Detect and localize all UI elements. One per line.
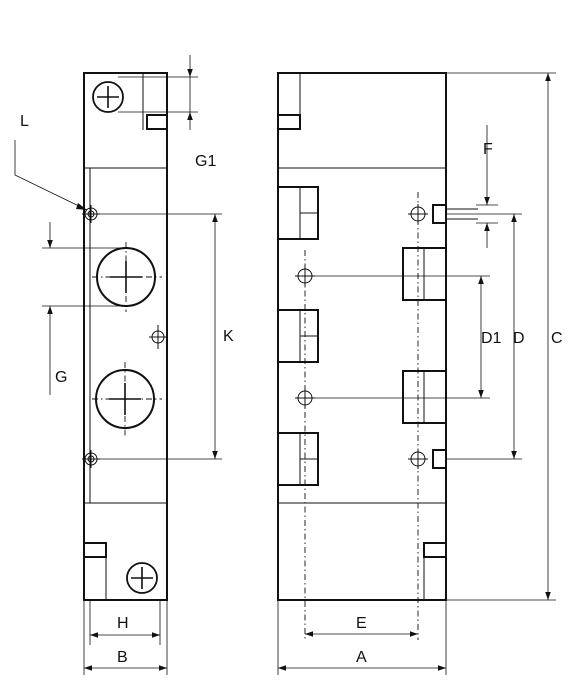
front-bottom-slot <box>423 542 447 558</box>
side-small-hole-bottom-icon <box>82 450 100 468</box>
label-a: A <box>356 649 367 666</box>
dimension-g: G <box>42 222 126 395</box>
side-port-upper-icon <box>92 242 162 312</box>
front-pilot-tab-bottom <box>432 449 447 469</box>
label-h: H <box>117 615 129 632</box>
dimension-b: B <box>83 600 168 675</box>
label-g: G <box>55 369 67 386</box>
label-b: B <box>117 649 128 666</box>
label-k: K <box>223 328 234 345</box>
bottom-mounting-screw-icon <box>126 562 158 594</box>
front-pilot-tab-top <box>432 204 447 224</box>
dimension-k: K <box>100 213 234 460</box>
dimension-h: H <box>89 600 161 645</box>
label-e: E <box>356 615 367 632</box>
label-c: C <box>551 330 563 347</box>
label-d1: D1 <box>481 330 502 347</box>
dimension-d1: D1 <box>315 275 502 399</box>
side-top-slot <box>146 114 168 130</box>
dimension-a: A <box>277 600 447 675</box>
side-small-hole-mid-icon <box>149 325 167 349</box>
top-mounting-screw-icon <box>92 81 124 113</box>
side-port-lower-icon <box>92 362 162 436</box>
dimension-e: E <box>305 615 418 637</box>
label-g1: G1 <box>195 153 216 170</box>
dimension-d: D <box>446 213 525 460</box>
label-d: D <box>513 330 525 347</box>
label-f: F <box>483 141 493 158</box>
front-view <box>277 72 478 640</box>
dimension-g1: G1 <box>118 55 216 170</box>
side-bottom-slot <box>83 542 107 558</box>
dimension-c: C <box>446 72 563 601</box>
front-top-slot <box>277 114 301 130</box>
side-small-hole-top-icon <box>82 205 100 223</box>
dimension-l-leader: L <box>14 113 88 211</box>
side-view <box>82 72 168 601</box>
dimension-f: F <box>476 125 498 248</box>
label-l: L <box>20 113 29 130</box>
